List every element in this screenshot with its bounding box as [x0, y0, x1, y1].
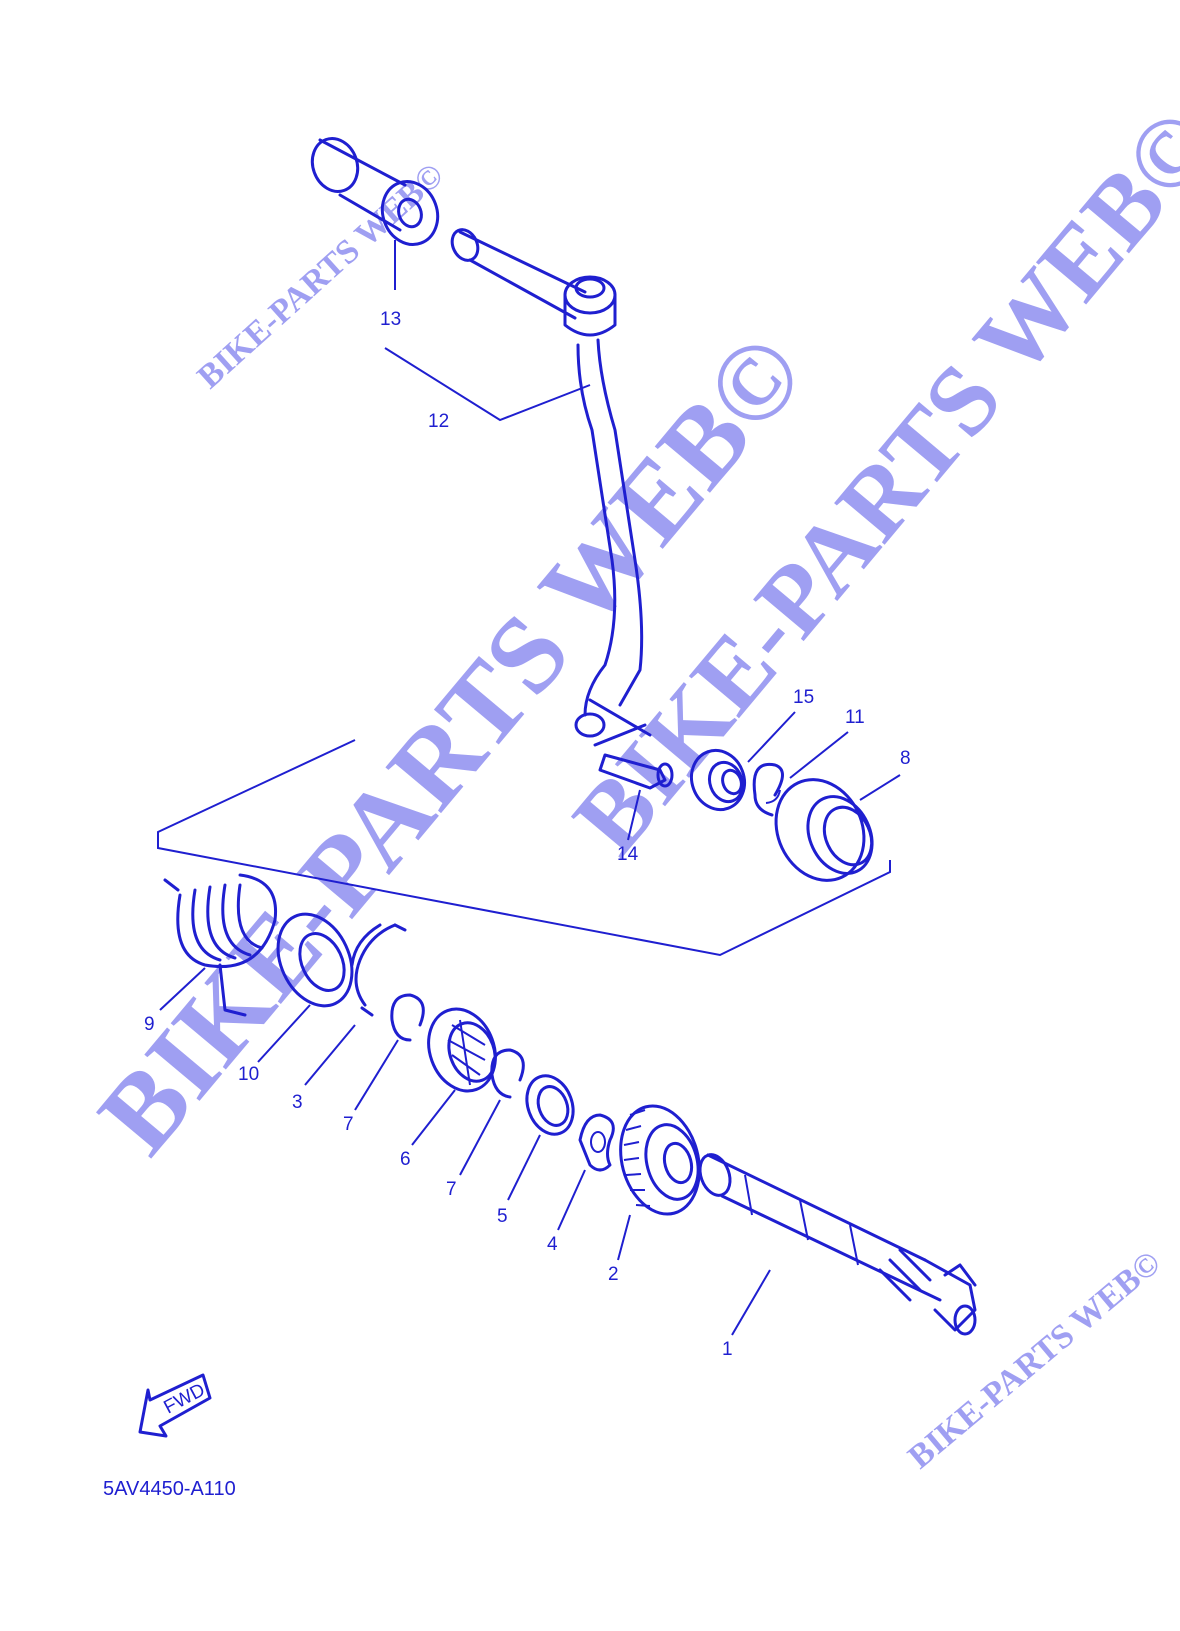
diagram-code: 5AV4450-A110 [103, 1478, 236, 1500]
spring-guide-part-10 [276, 912, 354, 1008]
bearing-part-15 [690, 748, 746, 812]
watermark-right: BIKE-PARTS WEB© [901, 1244, 1167, 1476]
forward-arrow: FWD [138, 1373, 212, 1438]
circlip-part-11 [752, 762, 784, 817]
watermark-top-left: BIKE-PARTS WEB© [191, 157, 451, 396]
washer-part-6 [525, 1074, 575, 1136]
bolt-part-14 [598, 753, 674, 790]
callout-13: 13 [380, 309, 401, 330]
callout-3: 3 [292, 1092, 303, 1113]
callout-4: 6 [400, 1149, 411, 1170]
callout-10: 10 [238, 1064, 259, 1085]
callout-8: 8 [900, 748, 911, 769]
circlip-part-7-upper [390, 993, 425, 1042]
callout-5: 4 [547, 1234, 558, 1255]
callout-6: 5 [497, 1206, 508, 1227]
bracket-lines [157, 240, 891, 957]
callout-1: 1 [722, 1339, 733, 1360]
callout-12: 12 [428, 411, 449, 432]
callout-labels: 9 10 3 7 6 7 5 4 2 1 13 12 14 15 11 8 [144, 309, 911, 1360]
kick-lever-part-12 [563, 275, 652, 747]
leader-lines [159, 711, 901, 1336]
kick-gear-part-2 [619, 1104, 701, 1216]
callout-2: 2 [608, 1264, 619, 1285]
callout-9: 9 [144, 1014, 155, 1035]
clip-part-5 [578, 1113, 615, 1172]
callout-7-left: 7 [343, 1114, 354, 1135]
collar-part-8 [774, 778, 874, 882]
forward-arrow-icon [138, 1373, 212, 1438]
callout-7-right: 7 [446, 1179, 457, 1200]
callout-14: 14 [617, 844, 639, 865]
ratchet-gear-part-4 [427, 1007, 497, 1093]
kick-axle-part-1 [698, 1153, 977, 1336]
callout-11: 11 [845, 707, 865, 728]
lever-pin [450, 228, 587, 320]
spring-part-9 [163, 873, 278, 1017]
callout-15: 15 [793, 687, 814, 708]
watermark-layer: BIKE-PARTS WEB© BIKE-PARTS WEB© BIKE-PAR… [75, 89, 1180, 1476]
grip-part-13 [310, 137, 440, 246]
wire-spring-part-3 [350, 923, 407, 1017]
